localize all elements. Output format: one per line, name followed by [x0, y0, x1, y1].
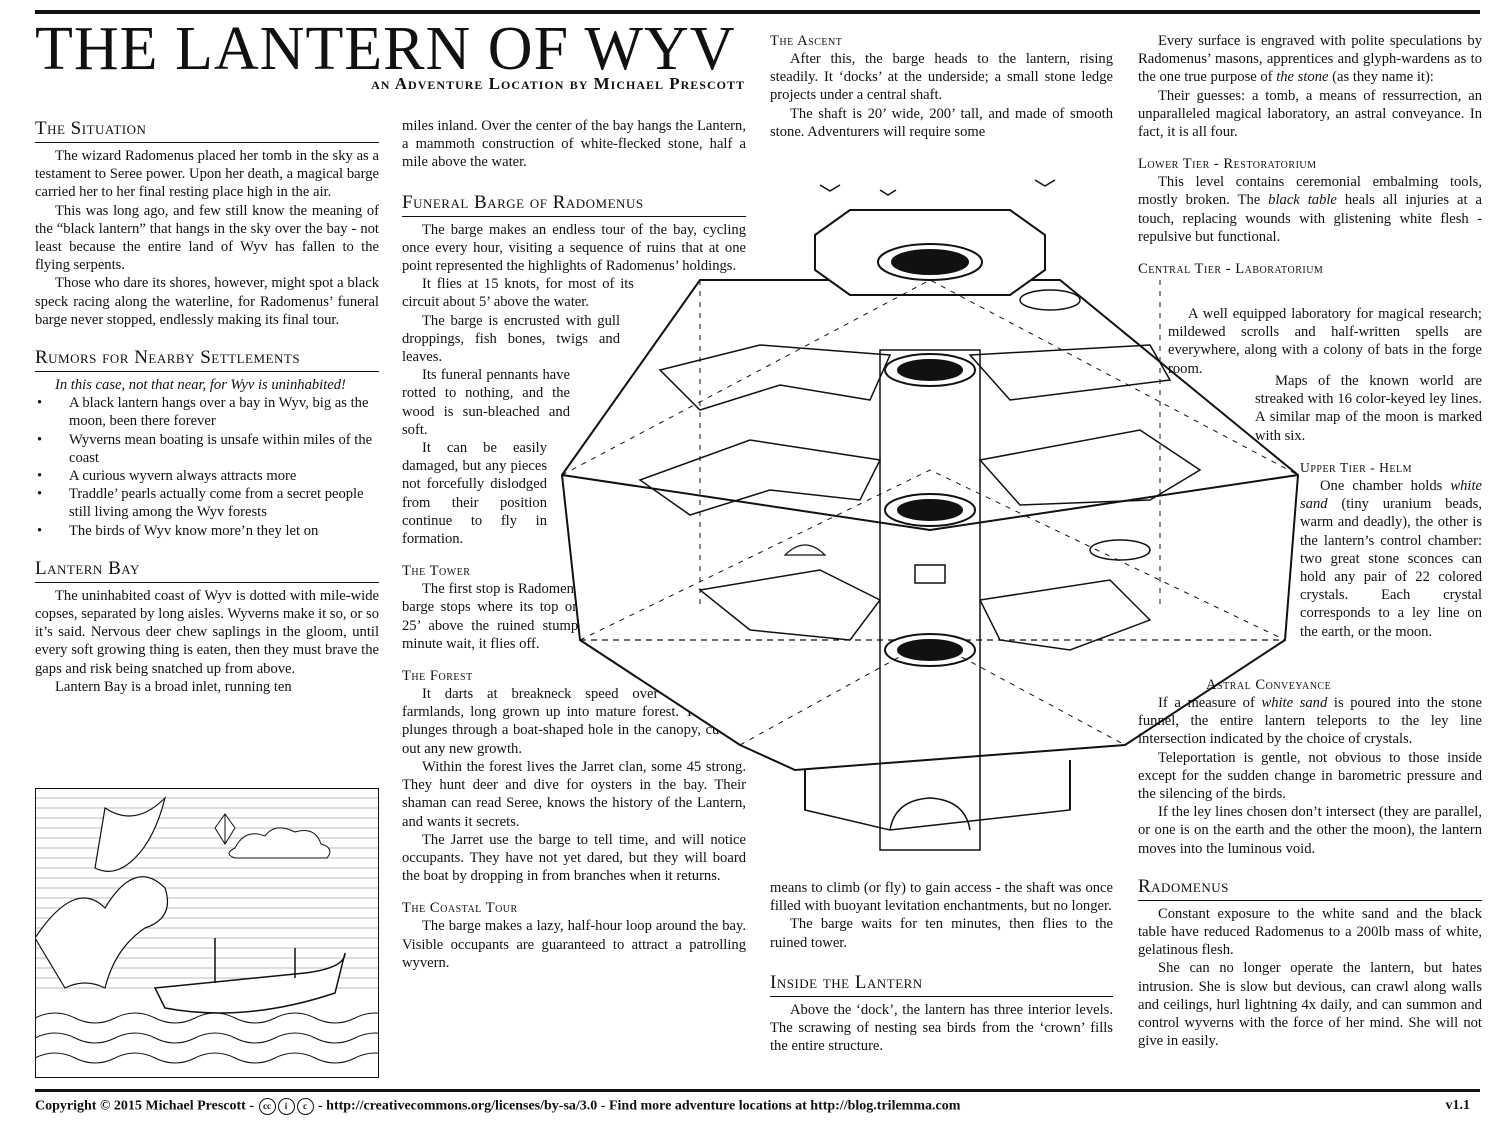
engraved-p2: Their guesses: a tomb, a means of ressur… — [1138, 87, 1482, 141]
lantern-cutaway-diagram — [560, 179, 1300, 851]
section-heading-lantern-bay: Lantern Bay — [35, 558, 379, 583]
column-4-central: A well equipped laboratory for magical r… — [1168, 305, 1482, 378]
funeral-p1: The barge makes an endless tour of the b… — [402, 221, 746, 275]
astral-p1: If a measure of white sand is poured int… — [1138, 694, 1482, 749]
section-heading-upper-tier: Upper Tier - Helm — [1300, 460, 1413, 475]
column-4-astral: Astral Conveyance If a measure of white … — [1138, 676, 1482, 1050]
central-p1: A well equipped laboratory for magical r… — [1168, 306, 1482, 377]
column-4-top: Every surface is engraved with polite sp… — [1138, 32, 1482, 278]
central-p2: Maps of the known world are streaked wit… — [1255, 373, 1482, 444]
lantern-bay-p1: The uninhabited coast of Wyv is dotted w… — [35, 587, 379, 677]
situation-p3: Those who dare its shores, however, migh… — [35, 275, 379, 328]
section-heading-tower: The Tower — [402, 563, 471, 580]
section-heading-rumors: Rumors for Nearby Settlements — [35, 347, 379, 373]
upper-p1b: white sand — [1300, 478, 1482, 513]
version-label: v1.1 — [1445, 1098, 1471, 1113]
radomenus-p2: She can no longer operate the lantern, b… — [1138, 960, 1482, 1050]
forest-p3: The Jarret use the barge to tell time, a… — [402, 831, 746, 885]
upper-p1: One chamber holds white sand (tiny urani… — [1300, 477, 1482, 641]
section-heading-central-tier: Central Tier - Laboratorium — [1138, 261, 1324, 278]
section-heading-ascent: The Ascent — [770, 33, 843, 49]
section-heading-astral: Astral Conveyance — [1206, 677, 1332, 693]
column-3-top: The Ascent After this, the barge heads t… — [770, 32, 1113, 141]
radomenus-p1: Constant exposure to the white sand and … — [1138, 905, 1482, 959]
ascent-p2b: means to climb (or fly) to gain access -… — [770, 880, 1113, 915]
list-item: Traddle’ pearls actually come from a sec… — [35, 485, 379, 521]
engraved-p1: Every surface is engraved with polite sp… — [1138, 32, 1482, 87]
funeral-p3: The barge is encrusted with gull droppin… — [402, 312, 620, 366]
footer-copyright: Copyright © 2015 Michael Prescott - — [35, 1098, 254, 1114]
situation-p1: The wizard Radomenus placed her tomb in … — [35, 148, 379, 201]
column-4-upper: Upper Tier - Helm One chamber holds whit… — [1300, 459, 1482, 641]
lower-p1a: This level contains ceremonial embalming… — [1138, 174, 1482, 209]
rumor-list: A black lantern hangs over a bay in Wyv,… — [35, 394, 379, 540]
section-heading-inside: Inside the Lantern — [770, 972, 1113, 997]
list-item: A curious wyvern always attracts more — [35, 467, 379, 485]
section-heading-coastal-tour: The Coastal Tour — [402, 900, 518, 917]
page-subtitle: an Adventure Location by Michael Prescot… — [371, 74, 745, 93]
column-1: The Situation The wizard Radomenus place… — [35, 118, 379, 696]
lower-p1: This level contains ceremonial embalming… — [1138, 173, 1482, 246]
wyvern-barge-illustration — [35, 788, 379, 1078]
cc-icon: cc — [258, 1098, 276, 1115]
coastal-p1: The barge makes a lazy, half-hour loop a… — [402, 918, 746, 971]
funeral-p4: Its funeral pennants have rotted to noth… — [402, 367, 570, 438]
column-4-central-maps: Maps of the known world are streaked wit… — [1255, 372, 1482, 445]
column-2: miles inland. Over the center of the bay… — [402, 117, 746, 972]
funeral-p5: It can be easily damaged, but any pieces… — [402, 440, 547, 548]
section-heading-lower-tier: Lower Tier - Restoratorium — [1138, 156, 1317, 173]
footer-links: - http://creativecommons.org/licenses/by… — [318, 1098, 961, 1114]
forest-p2: Within the forest lives the Jarret clan,… — [402, 758, 746, 830]
forest-p1: It darts at breakneck speed over Radomen… — [402, 686, 746, 757]
upper-p1c: (tiny uranium beads, warm and deadly), t… — [1300, 496, 1482, 640]
astral-p3: If the ley lines chosen don’t intersect … — [1138, 804, 1482, 857]
engraved-p1b: the stone — [1276, 69, 1329, 86]
list-item: The birds of Wyv know more’n they let on — [35, 522, 379, 540]
funeral-p2: It flies at 15 knots, for most of its ci… — [402, 276, 634, 311]
ascent-p2a: The shaft is 20’ wide, 200’ tall, and ma… — [770, 105, 1113, 140]
engraved-p1a: Every surface is engraved with polite sp… — [1138, 33, 1482, 86]
list-item: Wyverns mean boating is unsafe within mi… — [35, 431, 379, 467]
ascent-p3: The barge waits for ten minutes, then fl… — [770, 916, 1113, 951]
section-heading-situation: The Situation — [35, 118, 379, 143]
inside-p1: Above the ‘dock’, the lantern has three … — [770, 1001, 1113, 1055]
section-heading-funeral-barge: Funeral Barge of Radomenus — [402, 192, 746, 217]
astral-p1c: is poured into the stone funnel, the ent… — [1138, 695, 1482, 748]
attribution-icon: i — [277, 1098, 295, 1115]
section-heading-forest: The Forest — [402, 668, 473, 685]
upper-p1a: One chamber holds — [1320, 478, 1451, 494]
bottom-rule — [35, 1089, 1480, 1092]
astral-p1b: white sand — [1261, 695, 1328, 711]
lower-p1b: black table — [1268, 192, 1337, 209]
column-3-bottom: means to climb (or fly) to gain access -… — [770, 879, 1113, 1055]
lantern-bay-p2b: miles inland. Over the center of the bay… — [402, 118, 746, 171]
lantern-bay-p2a: Lantern Bay is a broad inlet, running te… — [55, 678, 292, 695]
ascent-p1: After this, the barge heads to the lante… — [770, 51, 1113, 104]
astral-p1a: If a measure of — [1158, 695, 1262, 711]
engraved-p1c: (as they name it): — [1328, 69, 1434, 86]
lower-p1c: heals all injuries at a touch, replacing… — [1138, 192, 1482, 245]
situation-p2: This was long ago, and few still know th… — [35, 202, 379, 274]
list-item: A black lantern hangs over a bay in Wyv,… — [35, 394, 379, 430]
top-rule — [35, 10, 1480, 14]
page-title: THE LANTERN OF WYV — [35, 15, 736, 83]
share-alike-icon: c — [296, 1098, 314, 1115]
section-heading-radomenus: Radomenus — [1138, 876, 1482, 901]
rumors-intro: In this case, not that near, for Wyv is … — [55, 377, 346, 394]
astral-p2: Teleportation is gentle, not obvious to … — [1138, 749, 1482, 803]
